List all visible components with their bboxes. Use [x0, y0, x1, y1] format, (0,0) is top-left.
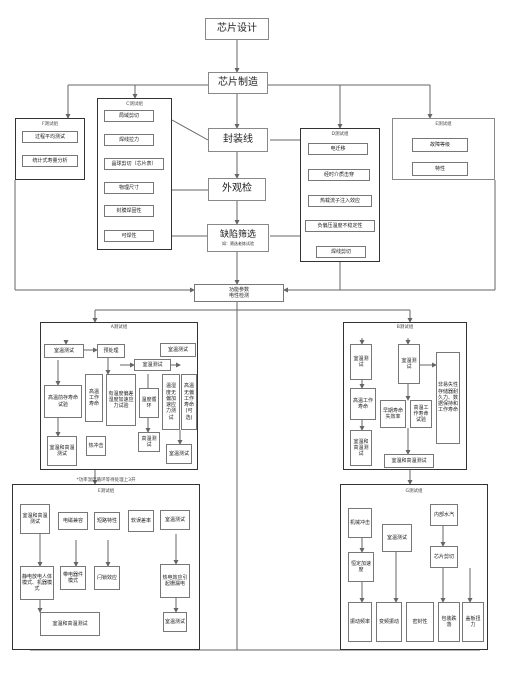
group-g-item-9: 包装跌落	[438, 602, 460, 642]
group-g-title: G测试组	[405, 489, 423, 494]
defect-screen-node: 缺陷筛选 如：筛选老炼试验	[207, 224, 269, 252]
group-f-title: F测试组	[41, 122, 59, 127]
group-b-item-7: 非易失性存储器耐久力、数据保持和工作寿命	[436, 352, 460, 444]
group-b	[343, 322, 467, 470]
group-e2-item-6: 静电放电人体模式、机器模式	[20, 566, 54, 600]
group-d-title: D测试组	[331, 132, 349, 137]
group-e2-subtitle: *功率温度循环等待处理上3开	[76, 478, 136, 483]
group-g-item-4: 内部水汽	[430, 504, 458, 526]
function-test-sub: 电性检测	[228, 293, 249, 299]
group-e2-item-1: 室温和高温测试	[20, 504, 50, 534]
group-e-item-1: 故障等级	[412, 138, 468, 152]
group-g-item-10: 盖板扭力	[462, 602, 484, 642]
group-g-item-7: 变频振动	[376, 602, 402, 642]
group-d-item-3: 热载流子注入效应	[308, 195, 372, 207]
visual-inspection-node: 外观检	[208, 178, 266, 201]
group-e2-title: E测试组	[97, 489, 115, 494]
group-b-item-6: 高温工作寿命试验	[410, 400, 432, 428]
group-g-item-8: 密封性	[406, 602, 434, 642]
group-c-item-5: 封膜焊固性	[104, 205, 154, 217]
group-c-item-6: 可焊性	[104, 230, 154, 242]
group-g-item-6: 振动频率	[348, 602, 372, 642]
group-g-item-1: 机械冲击	[348, 508, 372, 538]
group-e2-item-5: 室温测试	[160, 510, 190, 530]
group-a-item-13: 高温测试	[138, 432, 160, 452]
group-c-title: C测试组	[126, 102, 143, 107]
group-e2	[12, 484, 200, 650]
group-c-item-4: 物理尺寸	[104, 182, 154, 194]
group-a-item-11: 室温和高温测试	[47, 436, 77, 466]
chip-manufacturing-node: 芯片制造	[208, 72, 268, 94]
group-b-item-4: 早期寿命失效率	[380, 400, 406, 428]
group-a-item-12: 热冲击	[86, 436, 106, 456]
function-test-label: 功能参数	[228, 286, 249, 293]
group-b-item-8: 室温和高温测试	[384, 454, 434, 468]
group-c	[97, 98, 172, 250]
group-d	[300, 128, 380, 262]
group-e2-item-4: 软误差率	[128, 510, 154, 532]
group-f-item-1: 过程平均测试	[22, 131, 78, 143]
group-b-item-1: 室温测试	[350, 344, 372, 380]
function-test-node: 功能参数 电性检测	[194, 284, 284, 302]
group-b-title: B测试组	[396, 325, 414, 330]
group-a-item-9: 温湿度无偏加速应力测试	[162, 374, 180, 430]
group-c-item-2: 焊线拉力	[104, 134, 154, 146]
group-d-item-5: 焊线剪切	[316, 246, 366, 258]
group-a	[40, 322, 198, 470]
group-c-item-3: 晶球剪切（芯片表）	[104, 158, 164, 170]
group-f-item-2: 统计式寿量分析	[22, 155, 78, 167]
group-a-item-2: 预处理	[97, 344, 125, 358]
group-d-item-4: 负偏压温度不稳定性	[305, 220, 375, 232]
group-e2-item-3: 短路特性	[94, 512, 120, 530]
group-e2-item-11: 室温和高温测试	[40, 612, 100, 636]
group-b-item-3: 室温和高温测试	[350, 430, 372, 466]
group-g-item-2: 恒定加速度	[348, 552, 374, 582]
chip-design-node: 芯片设计	[205, 18, 269, 40]
group-b-item-2: 高温工作寿命	[350, 388, 376, 420]
group-a-item-8: 温度循环	[139, 388, 159, 418]
group-e2-item-8: 闩锁效应	[94, 566, 120, 590]
group-g-item-5: 芯片剪切	[430, 546, 458, 568]
group-a-item-10: 高温无偏工作寿命(可选)	[181, 374, 197, 430]
group-g-item-3: 室温测试	[382, 524, 412, 552]
group-g	[340, 484, 488, 650]
group-e-title: E测试组	[435, 122, 452, 127]
group-a-item-7: 有温度偏差湿度加速应力试验	[106, 374, 136, 426]
group-a-item-4: 室温测试	[160, 343, 196, 357]
group-a-item-1: 室温测试	[44, 344, 84, 358]
group-c-item-1: 局域剪切	[104, 110, 154, 122]
group-a-item-3: 室温测试	[134, 359, 171, 371]
group-a-item-6: 高温工作寿命	[85, 374, 103, 422]
group-d-item-1: 电迁移	[308, 143, 368, 155]
group-a-item-14: 室温测试	[166, 444, 192, 464]
group-b-item-5: 室温测试	[398, 344, 420, 384]
defect-screen-sub: 如：筛选老炼试验	[222, 241, 254, 247]
group-e2-item-10: 室温测试	[163, 612, 187, 632]
package-line-node: 封装线	[208, 128, 268, 152]
group-e2-item-7: 带电器件模式	[60, 566, 86, 590]
group-a-item-5: 高温前存寿命试验	[44, 385, 82, 418]
group-e2-item-9: 热电效应引起栅漏电	[160, 564, 190, 598]
group-e-item-2: 特性	[412, 162, 468, 176]
group-e2-item-2: 电磁兼容	[58, 512, 88, 530]
group-d-item-2: 经时介质击穿	[308, 169, 370, 181]
group-a-title: A测试组	[110, 325, 128, 330]
group-e	[392, 118, 495, 180]
group-f	[15, 118, 85, 180]
defect-screen-label: 缺陷筛选	[219, 229, 256, 240]
